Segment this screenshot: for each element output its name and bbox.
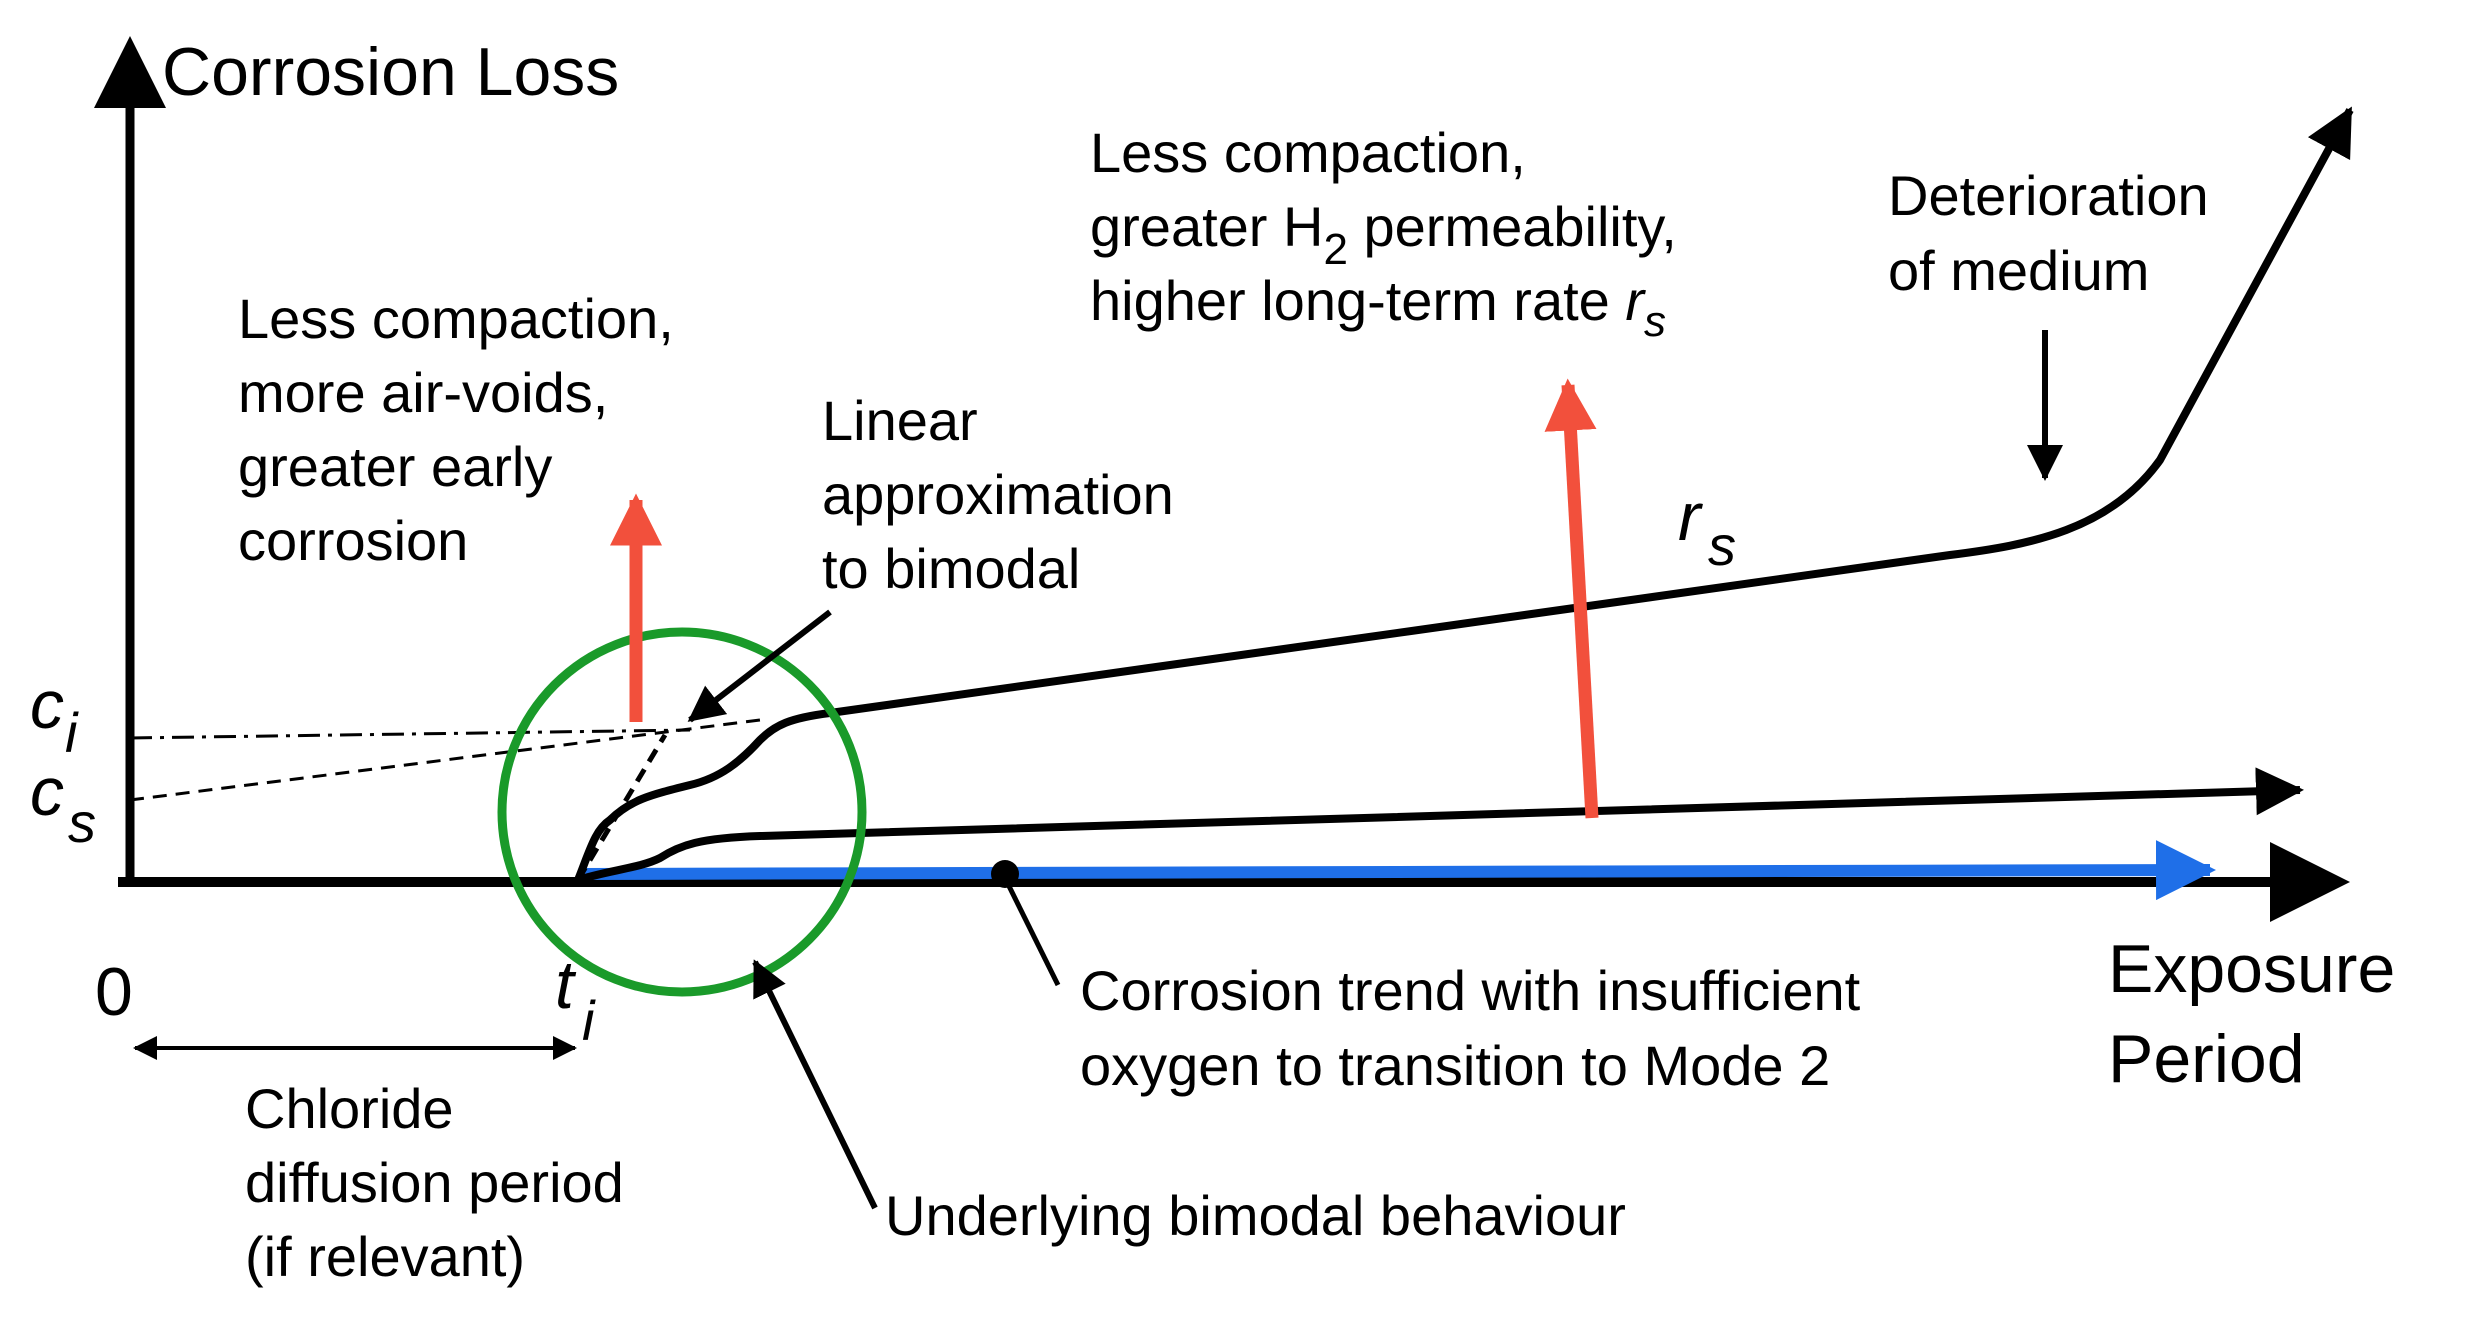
svg-text:Less compaction,: Less compaction, — [1090, 121, 1526, 184]
cs-label: c s — [30, 754, 96, 854]
blue-trend-arrow — [579, 840, 2216, 901]
svg-text:oxygen to transition to Mode 2: oxygen to transition to Mode 2 — [1080, 1034, 1830, 1097]
upper-bimodal-curve — [574, 106, 2354, 882]
linear-approx-pointer — [687, 609, 832, 723]
chloride-diffusion-annotation: Chloride diffusion period (if relevant) — [245, 1077, 624, 1288]
svg-text:s: s — [1708, 514, 1736, 577]
svg-text:Chloride: Chloride — [245, 1077, 454, 1140]
svg-text:approximation: approximation — [822, 463, 1174, 526]
underlying-bimodal-annotation: Underlying bimodal behaviour — [885, 1184, 1626, 1247]
svg-text:c: c — [30, 667, 64, 743]
svg-text:greater H2 permeability,: greater H2 permeability, — [1090, 195, 1677, 274]
svg-text:r: r — [1678, 479, 1703, 555]
bimodal-highlight-circle — [497, 627, 867, 997]
svg-text:t: t — [555, 947, 577, 1023]
cs-dashed-line — [129, 718, 761, 802]
corrosion-trend-annotation: Corrosion trend with insufficient oxygen… — [1080, 959, 1861, 1097]
origin-label: 0 — [95, 954, 133, 1030]
svg-text:higher long-term rate rs: higher long-term rate rs — [1090, 269, 1666, 346]
svg-text:i: i — [65, 701, 79, 764]
svg-text:to bimodal: to bimodal — [822, 537, 1080, 600]
svg-text:s: s — [68, 791, 96, 854]
x-axis-label-line2: Period — [2108, 1021, 2305, 1097]
svg-text:Corrosion trend with insuffici: Corrosion trend with insufficient — [1080, 959, 1861, 1022]
svg-text:of medium: of medium — [1888, 239, 2149, 302]
early-corrosion-annotation: Less compaction, more air-voids, greater… — [238, 287, 674, 572]
ti-label: t i — [555, 947, 596, 1052]
long-term-rate-annotation: Less compaction, greater H2 permeability… — [1090, 121, 1677, 346]
y-axis-label: Corrosion Loss — [162, 34, 619, 110]
svg-text:greater early: greater early — [238, 435, 552, 498]
deterioration-annotation: Deterioration of medium — [1888, 164, 2209, 302]
svg-text:diffusion period: diffusion period — [245, 1151, 624, 1214]
rs-curve-label: r s — [1678, 479, 1736, 577]
svg-text:more air-voids,: more air-voids, — [238, 361, 608, 424]
svg-text:corrosion: corrosion — [238, 509, 468, 572]
svg-text:c: c — [30, 754, 64, 830]
svg-text:(if relevant): (if relevant) — [245, 1225, 525, 1288]
svg-text:i: i — [582, 989, 596, 1052]
corrosion-trend-pointer — [1002, 876, 1061, 987]
ci-label: c i — [30, 667, 79, 764]
linear-approx-annotation: Linear approximation to bimodal — [822, 389, 1174, 600]
svg-text:Linear: Linear — [822, 389, 978, 452]
x-axis-label-line1: Exposure — [2108, 931, 2395, 1007]
red-arrow-longterm — [1544, 378, 1599, 819]
svg-text:Less compaction,: Less compaction, — [238, 287, 674, 350]
svg-text:Deterioration: Deterioration — [1888, 164, 2209, 227]
corrosion-trend-dot — [991, 860, 1019, 888]
lower-trend-curve — [576, 767, 2304, 884]
ci-dashdot-line — [129, 728, 691, 740]
underlying-pointer — [752, 959, 878, 1210]
linear-approx-segment — [575, 733, 668, 882]
